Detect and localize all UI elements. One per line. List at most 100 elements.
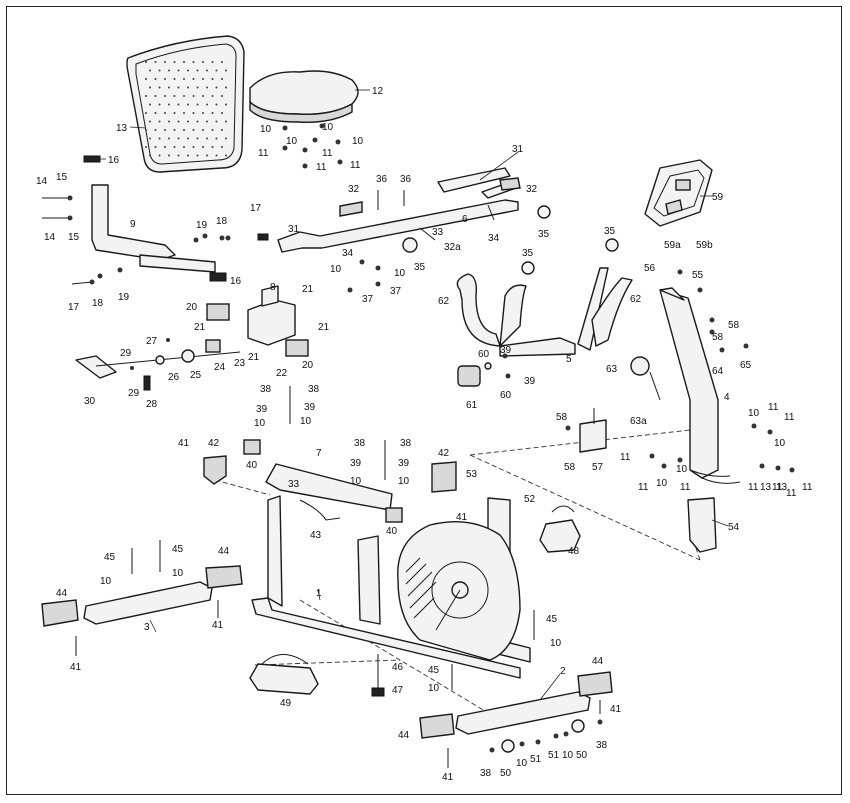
- front-handlebar: [456, 238, 633, 387]
- callout-10c: 10: [286, 136, 298, 147]
- seat-bracket: [205, 285, 309, 357]
- callout-40b: 40: [386, 526, 398, 537]
- callout-10r: 10: [428, 683, 440, 694]
- callout-36a: 36: [376, 174, 388, 185]
- callout-10d: 10: [352, 136, 364, 147]
- callout-36b: 36: [400, 174, 412, 185]
- callout-23: 23: [234, 358, 246, 369]
- callout-35b: 35: [414, 262, 426, 273]
- callout-10b: 10: [322, 122, 334, 133]
- cap-part-40a: [243, 439, 261, 455]
- callout-1: 1: [316, 588, 322, 599]
- callout-11h: 11: [638, 482, 649, 493]
- callout-13b: 13: [760, 482, 772, 493]
- callout-59b: 59b: [696, 240, 713, 251]
- callout-10o: 10: [100, 576, 112, 587]
- callout-41b: 41: [456, 512, 468, 523]
- callout-11b: 11: [322, 148, 333, 159]
- callout-6: 6: [462, 214, 468, 225]
- callout-48: 48: [568, 546, 580, 557]
- pedal-right: [539, 505, 581, 553]
- callout-10i: 10: [748, 408, 760, 419]
- callout-44b: 44: [56, 588, 68, 599]
- callout-57: 57: [592, 462, 604, 473]
- mast-cover-54: [687, 497, 717, 553]
- callout-24: 24: [214, 362, 226, 373]
- callout-35a: 35: [538, 229, 550, 240]
- pedal-left: [249, 654, 319, 695]
- callout-33a: 33: [432, 227, 444, 238]
- callout-40a: 40: [246, 460, 258, 471]
- callout-32a: 32: [348, 184, 360, 195]
- callout-19a: 19: [196, 220, 208, 231]
- clamp-part-20b: [285, 339, 309, 357]
- callout-17a: 17: [250, 203, 262, 214]
- backrest-perforation-dots: [145, 61, 227, 157]
- front-stabilizer: [41, 565, 243, 627]
- callout-27: 27: [146, 336, 158, 347]
- callout-62a: 62: [438, 296, 450, 307]
- callout-10q: 10: [550, 638, 562, 649]
- callout-52: 52: [524, 494, 536, 505]
- callout-10l: 10: [656, 478, 668, 489]
- callout-55: 55: [692, 270, 704, 281]
- callout-13a: 13: [116, 123, 128, 134]
- seat-slider: [83, 155, 227, 282]
- callout-41a: 41: [178, 438, 190, 449]
- callout-3: 3: [144, 622, 150, 633]
- callout-41d: 41: [70, 662, 82, 673]
- callout-39f: 39: [398, 458, 410, 469]
- callout-10k: 10: [676, 464, 688, 475]
- callout-42a: 42: [208, 438, 220, 449]
- callout-25: 25: [190, 370, 202, 381]
- callout-54: 54: [728, 522, 740, 533]
- callout-11e: 11: [768, 402, 779, 413]
- callout-45a: 45: [104, 552, 116, 563]
- callout-45d: 45: [428, 665, 440, 676]
- bolt-columns: [75, 386, 601, 768]
- callout-44a: 44: [218, 546, 230, 557]
- callout-15a: 15: [56, 172, 68, 183]
- callout-44d: 44: [398, 730, 410, 741]
- callout-26: 26: [168, 372, 180, 383]
- callout-11g: 11: [620, 452, 631, 463]
- callout-41f: 41: [442, 772, 454, 783]
- callout-11m: 11: [802, 482, 813, 493]
- callout-10s: 10: [516, 758, 528, 769]
- callout-leaders: [100, 89, 729, 701]
- callout-19b: 19: [118, 292, 130, 303]
- callout-10h: 10: [300, 416, 312, 427]
- callout-42b: 42: [438, 448, 450, 459]
- bushing-part-24: [205, 339, 221, 353]
- callout-17b: 17: [68, 302, 80, 313]
- diagram-border: [6, 6, 842, 795]
- callout-38a: 38: [260, 384, 272, 395]
- callout-41e: 41: [610, 704, 622, 715]
- end-cap-part-16: [83, 155, 101, 163]
- callout-10a: 10: [260, 124, 272, 135]
- callout-39d: 39: [304, 402, 316, 413]
- callout-11l: 11: [786, 488, 797, 499]
- seat-backrest: [126, 35, 245, 173]
- callout-18a: 18: [216, 216, 228, 227]
- callout-10j: 10: [774, 438, 786, 449]
- callout-31a: 31: [512, 144, 524, 155]
- callout-58d: 58: [564, 462, 576, 473]
- callout-35c: 35: [604, 226, 616, 237]
- callout-39a: 39: [500, 345, 512, 356]
- callout-65: 65: [740, 360, 752, 371]
- callout-49: 49: [280, 698, 292, 709]
- callout-51b: 51: [548, 750, 560, 761]
- callout-10f: 10: [394, 268, 406, 279]
- callout-7: 7: [316, 448, 322, 459]
- callout-39c: 39: [256, 404, 268, 415]
- mast-screws: [565, 269, 795, 473]
- callout-64: 64: [712, 366, 724, 377]
- callout-29a: 29: [120, 348, 132, 359]
- flywheel-cover: [397, 520, 521, 661]
- cover-part-42a: [203, 455, 227, 485]
- callout-44c: 44: [592, 656, 604, 667]
- callout-8: 8: [270, 282, 276, 293]
- brackets: [203, 439, 457, 523]
- callout-21a: 21: [302, 284, 314, 295]
